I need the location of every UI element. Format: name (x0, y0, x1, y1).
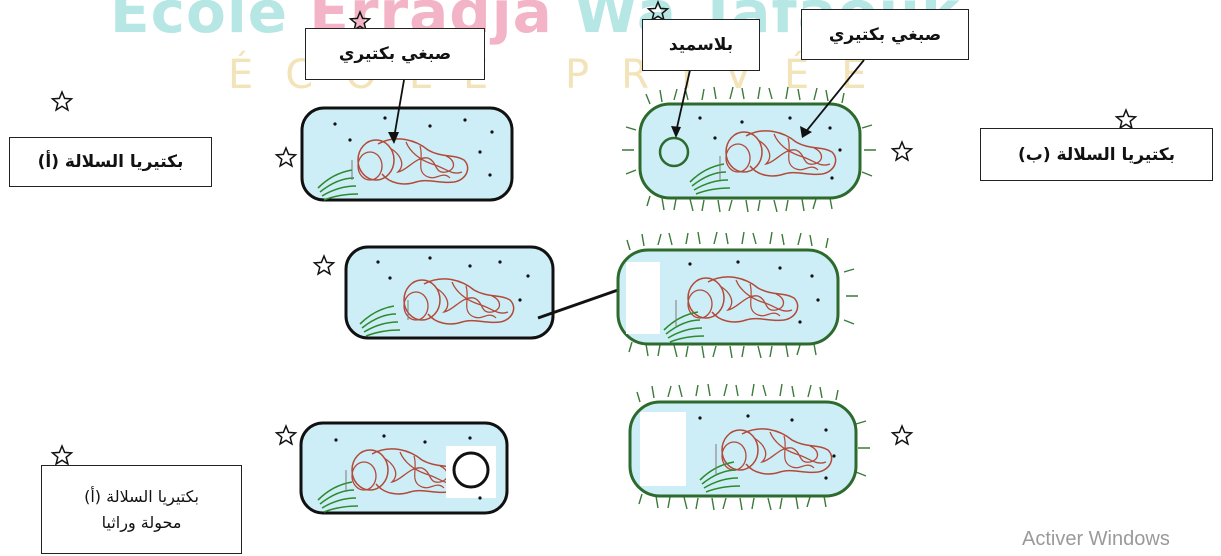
star-icon (52, 92, 71, 110)
label-strain-a: بكتيريا السلالة (أ) (9, 137, 212, 187)
cell-strain-a-transformed (301, 423, 507, 513)
transformed-line-2: محولة وراثيا (102, 510, 182, 536)
star-icon (52, 446, 71, 464)
cell-strain-b-bottom (630, 384, 870, 510)
label-plasmid: بلاسميد (642, 19, 760, 71)
cell-strain-a-middle (346, 247, 553, 338)
star-icon (315, 256, 334, 274)
label-strain-b: بكتيريا السلالة (ب) (980, 128, 1213, 181)
cell-strain-a-top (302, 108, 512, 200)
activate-windows-notice: Activer Windows (1022, 528, 1170, 551)
star-icon (649, 2, 668, 20)
star-icon (277, 148, 296, 166)
label-chromosome-left: صبغي بكتيري (305, 28, 485, 80)
label-chromosome-right: صبغي بكتيري (801, 9, 969, 60)
star-icon (1116, 110, 1135, 128)
star-icon (893, 142, 912, 160)
cell-strain-b-top (622, 87, 876, 212)
cell-strain-b-middle (618, 232, 858, 358)
label-strain-a-transformed: بكتيريا السلالة (أ) محولة وراثيا (41, 465, 242, 554)
star-icon (893, 426, 912, 444)
transformed-line-1: بكتيريا السلالة (أ) (84, 484, 199, 510)
star-icon (277, 426, 296, 444)
